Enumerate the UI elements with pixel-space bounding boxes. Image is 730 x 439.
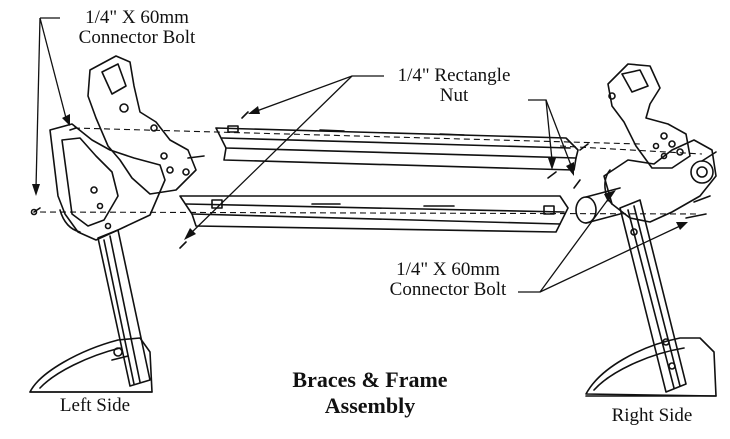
right-side-label: Right Side [611,405,693,426]
rectangle-nut-line2: Nut [439,85,469,106]
right-frame [575,63,717,397]
leader-lines [35,17,681,293]
arrowheads [32,106,688,240]
rectangle-nut-label: 1/4" Rectangle Nut [386,66,522,106]
rectangle-nut-line1: 1/4" Rectangle [397,65,511,86]
connector-bolt-bottom-label: 1/4" X 60mm Connector Bolt [378,260,518,300]
alignment-lines [39,127,703,215]
connector-bolt-top-line1: 1/4" X 60mm [85,7,189,28]
diagram-title: Braces & Frame Assembly [260,367,480,419]
connector-bolt-bottom-line2: Connector Bolt [389,279,507,300]
connector-bolt-top-label: 1/4" X 60mm Connector Bolt [62,8,212,48]
upper-brace [215,125,579,171]
title-line2: Assembly [324,393,416,418]
title-line1: Braces & Frame [292,367,448,392]
left-side-label: Left Side [59,395,131,416]
connector-bolt-bottom-line1: 1/4" X 60mm [396,259,500,280]
lower-brace [179,195,569,233]
left-frame [29,55,205,393]
connector-bolt-top-line2: Connector Bolt [78,27,196,48]
